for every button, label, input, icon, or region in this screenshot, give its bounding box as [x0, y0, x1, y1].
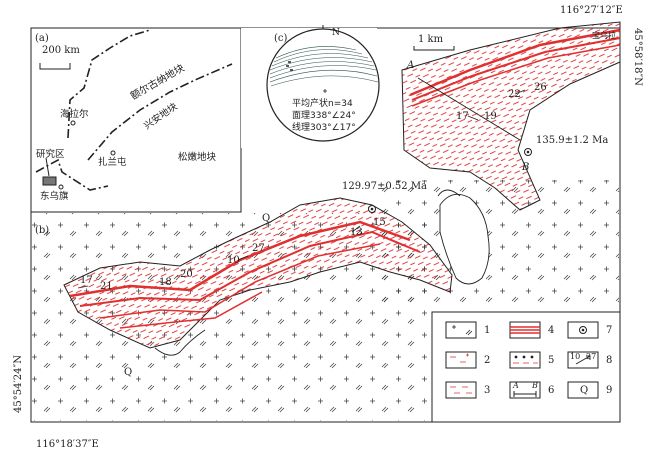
attitude-value: 21: [100, 281, 113, 292]
legend-swatch-5: [509, 351, 541, 369]
attitude-value: 20: [180, 269, 193, 280]
place-dongwuqi: 东乌旗: [40, 191, 69, 202]
quaternary-body: [439, 193, 490, 285]
legend-num-5: 5: [548, 355, 555, 366]
town-point: [58, 184, 64, 190]
stereonet-text-1: 平均产状n=34: [292, 99, 353, 109]
panel-c-label: (c): [274, 33, 288, 44]
legend-swatch-3: [445, 381, 477, 399]
coord-top-right: 116°27′12″E: [560, 5, 623, 16]
attitude-value: 19: [484, 111, 497, 122]
stereonet-text-3: 线理303°∠17°: [292, 123, 356, 133]
attitude-value: 10: [227, 255, 240, 266]
attitude-value: 26: [534, 82, 547, 93]
attitude-value: 27: [252, 243, 265, 254]
region-songnen: 松嫩地块: [178, 152, 217, 163]
legend-swatch-9: [567, 381, 599, 399]
town-point: [70, 120, 76, 126]
panel-b-label: (b): [35, 225, 50, 236]
legend-sym9: Q: [580, 385, 589, 396]
legend-swatch-1: [445, 321, 477, 339]
quaternary-label: Q: [262, 213, 271, 224]
section-B: B: [522, 162, 530, 173]
scale-bar-b: [413, 46, 455, 51]
coord-left-lat: 45°54′24″N: [13, 355, 24, 413]
inset-frame-a: [30, 27, 242, 213]
panel-a-scale: 200 km: [42, 45, 80, 56]
legend-num-1: 1: [484, 325, 491, 336]
study-area-marker: [42, 176, 57, 186]
attitude-value: 22: [508, 89, 521, 100]
legend-num-9: 9: [606, 385, 613, 396]
place-zalantun: 扎兰屯: [98, 157, 127, 168]
panel-a-label: (a): [35, 33, 49, 44]
place-hailar: 海拉尔: [60, 109, 89, 120]
stereonet-north: N: [332, 28, 340, 38]
legend-num-6: 6: [548, 385, 555, 396]
pointer-line: [45, 157, 50, 177]
age-lower: 129.97±0.52 Ma: [342, 181, 428, 192]
legend-sym8-a: 10: [570, 352, 581, 361]
legend-swatch-2: [445, 351, 477, 369]
scale-bar-a: [39, 63, 71, 70]
mylonite-belt-ne: [401, 21, 621, 211]
section-line: [417, 77, 521, 141]
boundary-line: [87, 63, 233, 161]
stereonet-traces: [269, 46, 379, 87]
attitude-value: 15: [373, 217, 386, 228]
quaternary-label: Q: [124, 367, 133, 378]
legend-sym6-b: B: [532, 381, 538, 390]
age-upper: 135.9±1.2 Ma: [536, 135, 609, 146]
coord-right-lat: 45°58′18″N: [632, 28, 643, 86]
legend-num-4: 4: [548, 325, 555, 336]
village-label: 宝乌拉: [592, 31, 616, 40]
section-A: A: [407, 60, 415, 71]
attitude-symbols: [77, 89, 526, 289]
legend-sym8-b: 27: [586, 352, 597, 361]
attitude-value: 17: [80, 275, 93, 286]
boundary-line: [35, 158, 109, 191]
legend-num-8: 8: [606, 355, 613, 366]
legend-sym6-a: A: [513, 381, 519, 390]
boundary-line: [67, 29, 151, 139]
legend-num-2: 2: [484, 355, 491, 366]
stereonet-text-2: 面理338°∠24°: [292, 111, 356, 121]
place-study-area: 研究区: [36, 149, 65, 160]
attitude-value: 13: [350, 227, 363, 238]
coord-bottom-left: 116°18′37″E: [36, 439, 99, 450]
attitude-value: 18: [159, 277, 172, 288]
panel-b-scale: 1 km: [418, 34, 444, 45]
town-point: [110, 150, 116, 156]
legend-num-7: 7: [606, 325, 613, 336]
attitude-value: 17: [456, 111, 469, 122]
legend-num-3: 3: [484, 385, 491, 396]
